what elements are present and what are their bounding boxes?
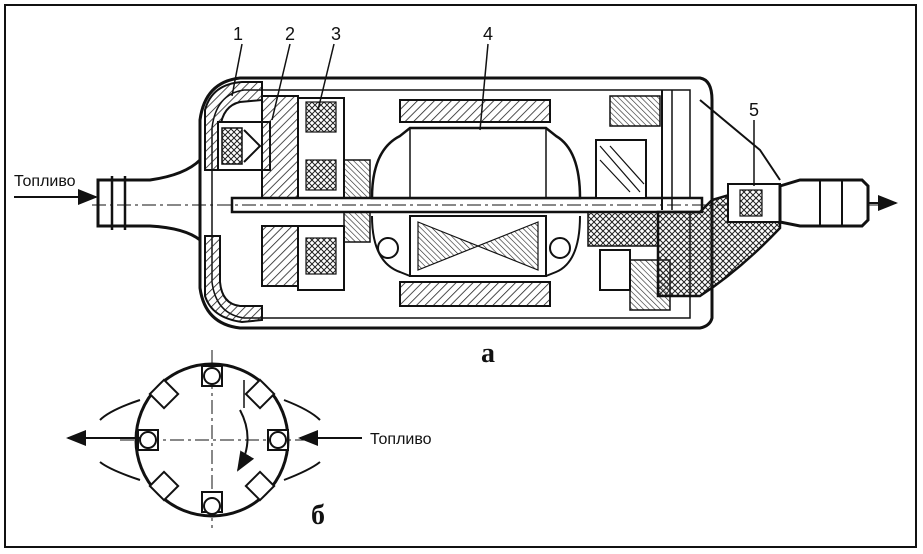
pump-cross-section-view [66,350,362,528]
housing-outline [198,76,714,330]
part-label-3: 3 [331,24,341,44]
outlet-pipe [778,178,870,228]
view-a-label: а [481,338,495,369]
pump-section-view [14,43,898,330]
fuel-label-top: Топливо [14,173,76,190]
view-b-label: б [311,500,325,531]
roller-pump-body [261,95,299,207]
part-label-5: 5 [749,100,759,120]
stator-magnet-top [399,99,551,123]
stator-magnet-bottom [399,281,551,307]
part-label-1: 1 [233,24,243,44]
armature [370,126,582,200]
part-label-4: 4 [483,24,493,44]
part-label-2: 2 [285,24,295,44]
fuel-label-bottom: Топливо [370,431,432,448]
inlet-pipe [96,156,202,244]
